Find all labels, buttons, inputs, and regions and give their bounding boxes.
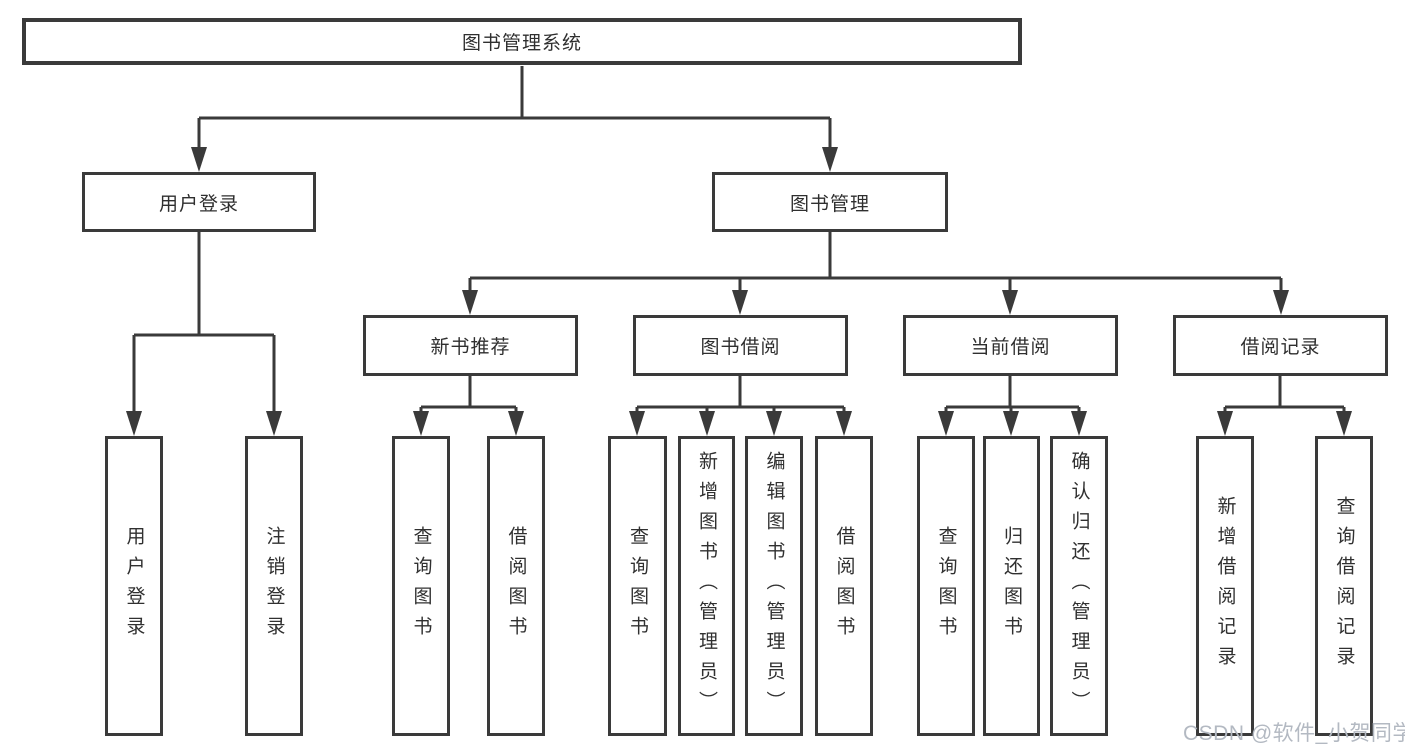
node-current-borrow: 当前借阅 <box>903 315 1118 376</box>
tree-edges <box>132 66 1346 416</box>
leaf-newbooks-borrow-books: 借阅图书 <box>487 436 545 736</box>
leaf-current-query-books: 查询图书 <box>917 436 975 736</box>
leaf-label: 注销登录 <box>263 526 285 646</box>
node-new-book-recommend: 新书推荐 <box>363 315 578 376</box>
node-book-management: 图书管理 <box>712 172 948 232</box>
leaf-add-borrow-record: 新增借阅记录 <box>1196 436 1254 736</box>
node-user-login: 用户登录 <box>82 172 316 232</box>
leaf-label: 新增借阅记录 <box>1214 496 1236 676</box>
leaf-edit-books-admin: 编辑图书（管理员） <box>745 436 803 736</box>
leaf-add-books-admin: 新增图书（管理员） <box>678 436 735 736</box>
leaf-newbooks-query-books: 查询图书 <box>392 436 450 736</box>
csdn-watermark: CSDN @软件_小贺同学 <box>1183 722 1405 745</box>
leaf-label: 查询借阅记录 <box>1333 496 1355 676</box>
leaf-label: 查询图书 <box>627 526 648 646</box>
leaf-label: 借阅图书 <box>833 526 855 646</box>
leaf-borrow-books: 借阅图书 <box>815 436 873 736</box>
leaf-label: 编辑图书（管理员） <box>763 451 785 721</box>
leaf-label: 查询图书 <box>410 526 432 646</box>
leaf-borrow-query-books: 查询图书 <box>608 436 667 736</box>
leaf-label: 确认归还（管理员） <box>1068 451 1090 721</box>
leaf-query-borrow-record: 查询借阅记录 <box>1315 436 1373 736</box>
leaf-label: 查询图书 <box>935 526 957 646</box>
leaf-label: 归还图书 <box>1001 526 1022 646</box>
leaf-label: 用户登录 <box>123 526 145 646</box>
node-book-borrow: 图书借阅 <box>633 315 848 376</box>
leaf-label: 新增图书（管理员） <box>696 451 717 721</box>
leaf-confirm-return-admin: 确认归还（管理员） <box>1050 436 1108 736</box>
leaf-return-books: 归还图书 <box>983 436 1040 736</box>
leaf-label: 借阅图书 <box>505 526 527 646</box>
node-borrow-records: 借阅记录 <box>1173 315 1388 376</box>
node-library-management-system: 图书管理系统 <box>22 18 1022 65</box>
leaf-logout: 注销登录 <box>245 436 303 736</box>
leaf-user-login: 用户登录 <box>105 436 163 736</box>
arrowheads <box>126 147 1352 436</box>
